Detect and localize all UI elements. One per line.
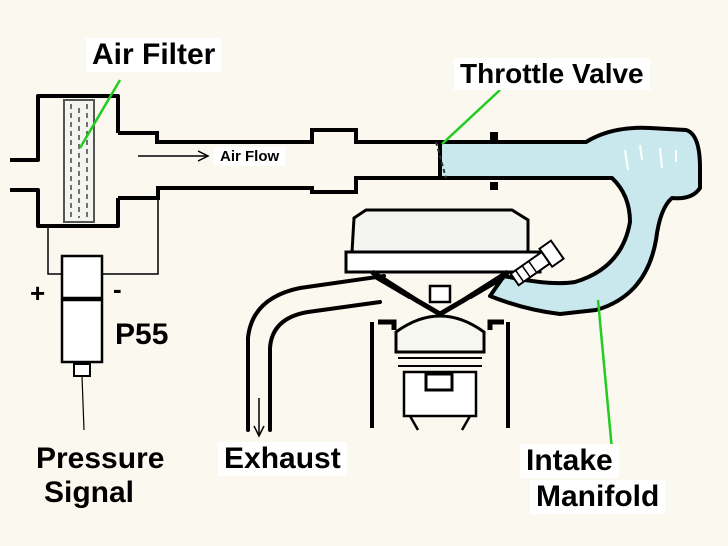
- spark-plug: [509, 239, 565, 287]
- leader-lines: [78, 79, 614, 451]
- cylinder-head: [344, 208, 542, 317]
- sensor-label: P55: [115, 318, 169, 351]
- cylinder-block: [370, 319, 510, 428]
- pressure-signal-label-line2: Signal: [44, 476, 135, 509]
- intake-manifold: [438, 125, 702, 316]
- piston: [394, 314, 486, 431]
- p55-sensor: [60, 254, 104, 431]
- air-flow-label: Air Flow: [214, 147, 286, 166]
- filter-media: [70, 104, 88, 218]
- intake-tube-top: [118, 128, 440, 144]
- pressure-signal-label-line1: Pressure: [36, 442, 165, 475]
- throttle-valve-label: Throttle Valve: [454, 58, 650, 90]
- sensor-wire-minus: [102, 198, 159, 275]
- tube-clamp-bottom: [490, 182, 498, 190]
- leader-throttle-valve: [441, 89, 501, 145]
- manifold-highlight: [624, 144, 677, 171]
- intake-manifold-label-line2: Manifold: [530, 480, 666, 514]
- exhaust-pipe: [246, 274, 386, 432]
- intake-tube-bottom: [118, 176, 440, 200]
- exhaust-arrow: [253, 398, 265, 438]
- leader-air-filter: [78, 79, 122, 149]
- exhaust-label: Exhaust: [218, 442, 347, 476]
- sensor-plus-terminal: +: [30, 278, 46, 308]
- air-flow-arrow: [138, 150, 210, 162]
- sensor-minus-terminal: -: [113, 274, 122, 304]
- leader-intake-manifold: [596, 299, 614, 451]
- tube-clamp-top: [490, 132, 498, 140]
- sensor-wire-plus: [47, 226, 62, 275]
- throttle-plate: [435, 141, 447, 179]
- intake-manifold-label-line1: Intake: [520, 444, 619, 478]
- air-filter-label: Air Filter: [86, 38, 222, 72]
- air-filter-housing: [10, 94, 120, 228]
